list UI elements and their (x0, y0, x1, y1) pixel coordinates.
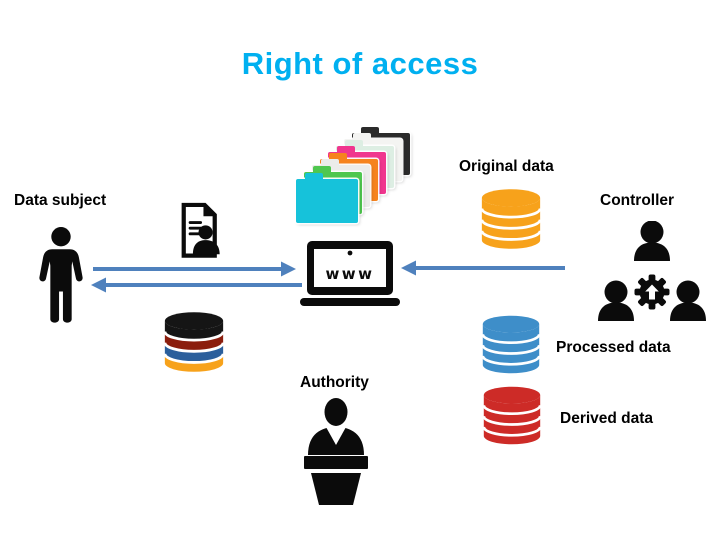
laptop-icon: www (300, 241, 400, 306)
request-document-icon (181, 202, 220, 258)
page-title: Right of access (241, 46, 479, 81)
controller-label: Controller (600, 192, 675, 209)
data-subject-label: Data subject (14, 192, 107, 209)
multicolor-database-icon (163, 312, 225, 372)
user-bust-icon (634, 221, 670, 261)
gear-icon (634, 274, 670, 310)
user-bust-icon (670, 280, 706, 321)
processed-data-label: Processed data (556, 339, 671, 356)
arrow-left-icon (91, 277, 302, 293)
folder-icon (304, 166, 362, 214)
original-data-database-icon (480, 189, 542, 249)
laptop-screen-text: www (325, 265, 374, 283)
folder-icon (312, 159, 370, 207)
original-data-label: Original data (459, 158, 554, 175)
arrow-right-icon (93, 261, 296, 277)
processed-data-database-icon (481, 315, 541, 374)
folder-icon (320, 153, 378, 201)
person-icon (39, 227, 83, 323)
up-arrow-icon (645, 284, 659, 300)
authority-podium-icon (304, 398, 368, 505)
folder-icon (352, 127, 410, 175)
folder-icon (344, 133, 402, 181)
derived-data-label: Derived data (560, 410, 654, 427)
authority-label: Authority (300, 374, 369, 391)
folder-icon (296, 173, 358, 223)
user-bust-icon (598, 280, 634, 321)
folder-icon (336, 140, 394, 188)
derived-data-database-icon (482, 386, 542, 445)
folder-icon (328, 146, 386, 194)
arrow-left-icon (401, 260, 565, 276)
controller-group-icon (598, 221, 706, 321)
